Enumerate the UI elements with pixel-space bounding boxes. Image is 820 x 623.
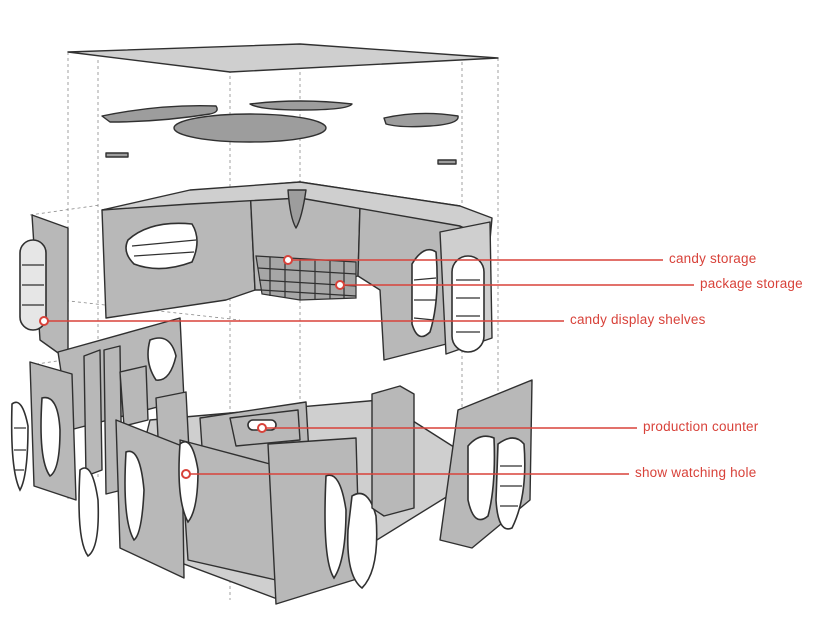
lower-front-right-panel-opening <box>324 474 347 580</box>
package-storage-dot <box>335 280 345 290</box>
candy-storage-grid <box>255 255 357 301</box>
candy-display-shelves-unit-lines <box>456 279 480 333</box>
ceiling-panel-right <box>383 112 459 128</box>
lower-tall-column <box>371 385 415 517</box>
label-production-counter: production counter <box>643 419 759 434</box>
label-candy-storage: candy storage <box>669 251 757 266</box>
show-watching-hole-opening <box>178 441 199 524</box>
production-counter-dot <box>257 423 267 433</box>
annotation-leaders <box>39 255 694 479</box>
show-watching-hole-frame-left <box>78 467 100 558</box>
lower-front-right-hole-frame <box>346 492 378 590</box>
lower-left-wall-opening <box>40 396 61 478</box>
lower-right-hole-frame <box>495 437 526 530</box>
label-candy-display-shelves: candy display shelves <box>570 312 706 327</box>
lower-right-wall-opening <box>467 435 496 521</box>
lower-pillar-1 <box>83 349 103 477</box>
ceiling-small-piece-left <box>105 152 129 158</box>
ceiling-small-piece-right <box>437 159 457 165</box>
upper-display-window-shelves <box>131 239 197 257</box>
upper-wall-fin <box>287 189 307 229</box>
ceiling-panel-top <box>249 100 353 111</box>
upper-display-window <box>125 222 198 270</box>
label-package-storage: package storage <box>700 276 803 291</box>
show-watching-hole-dot <box>181 469 191 479</box>
candy-display-shelves-dot <box>39 316 49 326</box>
lower-back-partition-opening <box>147 337 177 381</box>
ceiling-fixtures <box>101 100 459 165</box>
roof-slab <box>67 43 499 73</box>
lower-left-hole-frame <box>10 401 29 492</box>
upper-top-rim <box>101 181 493 241</box>
left-display-shelf-unit-lines <box>22 264 44 306</box>
ceiling-panel-left <box>101 105 218 123</box>
lower-right-hole-frame-lines <box>500 465 522 507</box>
label-show-watching-hole: show watching hole <box>635 465 757 480</box>
upper-right-window-shelves <box>413 277 437 321</box>
lower-module <box>10 317 533 605</box>
upper-right-window <box>411 248 438 338</box>
candy-display-shelves-unit <box>451 255 485 353</box>
lower-pillar-3 <box>119 365 149 427</box>
upper-module <box>19 181 493 361</box>
candy-storage-dot <box>283 255 293 265</box>
lower-left-hole-frame-lines <box>14 427 26 471</box>
lower-front-left-panel-opening <box>124 450 145 542</box>
ceiling-oval-panel <box>173 113 327 143</box>
